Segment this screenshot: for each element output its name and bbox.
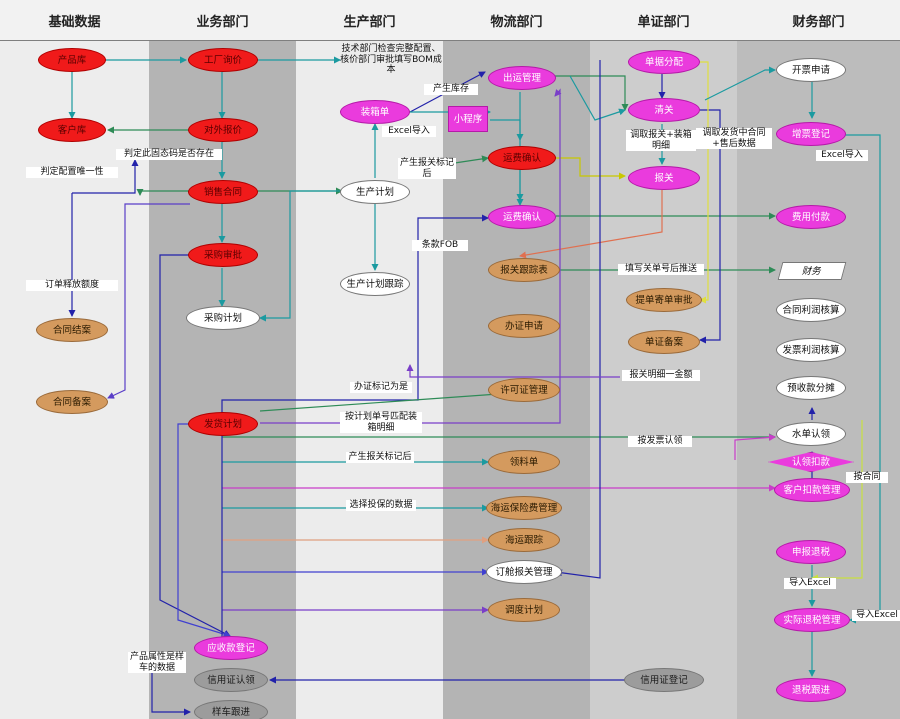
node-license-application[interactable]: 办证申请	[488, 314, 560, 338]
node-document-allocation[interactable]: 单据分配	[628, 50, 700, 74]
connector	[159, 254, 231, 637]
node-invoice-application[interactable]: 开票申请	[776, 58, 846, 82]
lane-header: 基础数据	[0, 0, 149, 41]
node-document-filing[interactable]: 单证备案	[628, 330, 700, 354]
label-excel-import-1: Excel导入	[382, 126, 436, 137]
label-customs-detail-amount: 报关明细一金额	[622, 370, 700, 381]
node-dispatch-plan[interactable]: 调度计划	[488, 598, 560, 622]
node-packing-list[interactable]: 装箱单	[340, 100, 410, 124]
lane-header: 生产部门	[296, 0, 443, 41]
lane-business: 业务部门	[149, 0, 297, 719]
label-match-plan-no: 按计划单号匹配装箱明细	[340, 412, 422, 433]
node-vat-registration[interactable]: 增票登记	[776, 122, 846, 146]
connector	[136, 189, 190, 196]
node-customs-declaration[interactable]: 报关	[628, 166, 700, 190]
label-license-mark: 办证标记为是	[350, 382, 412, 393]
node-purchase-plan[interactable]: 采购计划	[186, 306, 260, 330]
connector	[704, 66, 776, 101]
connector	[555, 60, 601, 579]
node-external-quote[interactable]: 对外报价	[188, 118, 258, 142]
node-mini-program[interactable]: 小程序	[448, 106, 488, 132]
connector	[569, 75, 626, 121]
node-credit-claim[interactable]: 信用证认领	[194, 668, 268, 692]
node-bill-approval[interactable]: 提单寄单审批	[626, 288, 702, 312]
node-customs-clearance[interactable]: 清关	[628, 98, 700, 122]
node-shipment-management[interactable]: 出运管理	[488, 66, 556, 90]
node-claim-deduction[interactable]: 认领扣款	[768, 452, 854, 472]
connector	[259, 190, 340, 322]
node-freight-payment[interactable]: 运费确认	[488, 146, 556, 170]
node-production-plan[interactable]: 生产计划	[340, 180, 410, 204]
node-product-library[interactable]: 产品库	[38, 48, 106, 72]
node-receivable-registration[interactable]: 应收款登记	[194, 636, 268, 660]
label-customs-mark-gen-2: 产生报关标记后	[346, 452, 414, 463]
node-customer-library[interactable]: 客户库	[38, 118, 106, 142]
node-tax-refund-application[interactable]: 申报退税	[776, 540, 846, 564]
node-license-management[interactable]: 许可证管理	[488, 378, 560, 402]
node-expense-payment[interactable]: 费用付款	[776, 205, 846, 229]
node-production-tracking[interactable]: 生产计划跟踪	[340, 272, 410, 296]
connector	[406, 364, 620, 378]
connector	[699, 109, 721, 344]
connector	[107, 203, 190, 399]
connector	[699, 61, 709, 304]
connector	[177, 423, 231, 638]
lane-header: 业务部门	[149, 0, 296, 41]
node-marine-insurance[interactable]: 海运保险费管理	[486, 496, 562, 520]
label-customs-mark-gen: 产生报关标记后	[398, 158, 456, 179]
node-finance[interactable]: 财务	[777, 262, 847, 280]
label-generate-stock: 产生库存	[424, 84, 478, 95]
connector	[555, 157, 626, 180]
label-import-excel-2: 导入Excel	[852, 610, 900, 621]
node-freight-confirmation[interactable]: 运费确认	[488, 205, 556, 229]
lane-header: 单证部门	[590, 0, 737, 41]
label-tech-dept-check: 技术部门检查完整配置、核价部门审批填写BOM成本	[340, 44, 442, 75]
node-bank-slip-claim[interactable]: 水单认领	[776, 422, 846, 446]
label-check-code-exists: 判定此固态码是否存在	[116, 149, 222, 160]
node-credit-registration[interactable]: 信用证登记	[624, 668, 704, 692]
label-by-contract: 按合同	[846, 472, 888, 483]
node-contract-profit[interactable]: 合同利润核算	[776, 298, 846, 322]
node-sample-car-follow[interactable]: 样车跟进	[194, 700, 268, 719]
label-claim-by-invoice: 按发票认领	[628, 436, 692, 447]
node-advance-allocation[interactable]: 预收款分摊	[776, 376, 846, 400]
label-fetch-customs-packing: 调取报关+装箱明细	[626, 130, 696, 151]
node-factory-inquiry[interactable]: 工厂询价	[188, 48, 258, 72]
node-ocean-tracking[interactable]: 海运跟踪	[488, 528, 560, 552]
connector	[555, 75, 629, 111]
label-order-release-quota: 订单释放额度	[26, 280, 118, 291]
lane-header: 物流部门	[443, 0, 590, 41]
label-check-unique-config: 判定配置唯一性	[26, 167, 118, 178]
label-select-insured: 选择投保的数据	[346, 500, 416, 511]
node-material-requisition[interactable]: 领料单	[488, 450, 560, 474]
node-sales-contract[interactable]: 销售合同	[188, 180, 258, 204]
node-contract-closing[interactable]: 合同结案	[36, 318, 108, 342]
node-customer-deduction[interactable]: 客户扣款管理	[774, 478, 850, 502]
connector	[72, 159, 139, 194]
node-actual-refund[interactable]: 实际退税管理	[774, 608, 850, 632]
label-terms-fob: 条款FOB	[412, 240, 468, 251]
node-purchase-approval[interactable]: 采购审批	[188, 243, 258, 267]
label-fetch-invoice: 调取发货中合同+售后数据	[696, 128, 772, 149]
lane-header: 财务部门	[737, 0, 900, 41]
connector	[734, 433, 776, 460]
node-refund-follow[interactable]: 退税跟进	[776, 678, 846, 702]
node-contract-filing[interactable]: 合同备案	[36, 390, 108, 414]
node-booking-customs[interactable]: 订舱报关管理	[486, 560, 562, 584]
label-sample-car-attr: 产品属性是样车的数据	[128, 652, 186, 673]
label-import-excel-1: 导入Excel	[784, 578, 836, 589]
label-push-after-customs-no: 填写关单号后推送	[618, 264, 704, 275]
node-invoice-profit[interactable]: 发票利润核算	[776, 338, 846, 362]
connector	[151, 660, 191, 716]
node-shipping-plan[interactable]: 发货计划	[188, 412, 258, 436]
connector	[519, 190, 663, 259]
node-customs-tracking[interactable]: 报关跟踪表	[488, 258, 560, 282]
label-excel-import-2: Excel导入	[816, 150, 868, 161]
